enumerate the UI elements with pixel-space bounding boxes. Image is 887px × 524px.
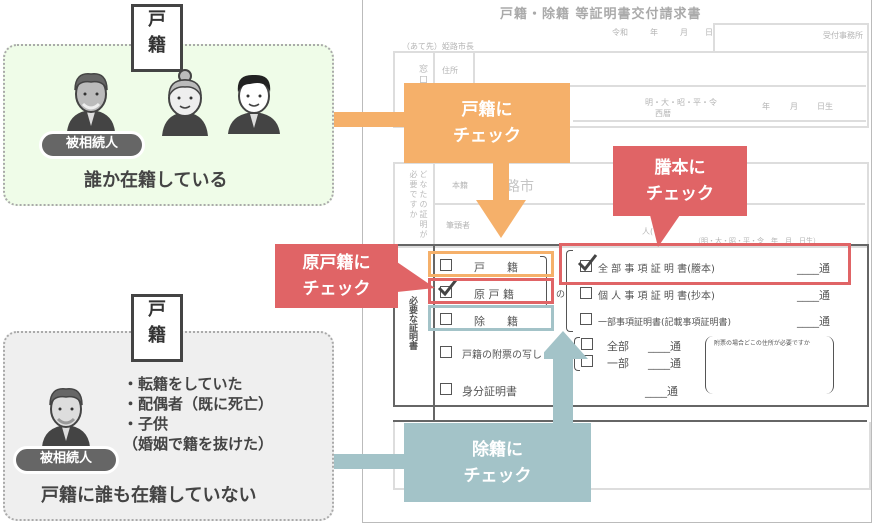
person-label: 人( — [642, 227, 654, 236]
checkbox-mibun[interactable] — [440, 383, 452, 395]
doc-char: 籍 — [148, 325, 166, 346]
head-label: 筆頭者 — [446, 221, 470, 230]
checkbox-cert-individual[interactable] — [580, 287, 592, 299]
date-day: 日 — [705, 28, 713, 37]
honseki-value: 路市 — [506, 179, 534, 195]
no-label: の — [556, 290, 566, 300]
deceased-man-icon — [67, 73, 115, 132]
callout-joseki-line1: 除籍に — [472, 439, 523, 460]
divider — [573, 120, 866, 122]
panel-no-one-registered — [3, 331, 334, 521]
row-genkoseki[interactable]: 原 戸 籍 — [440, 286, 514, 302]
divider — [433, 246, 435, 421]
pointer-icon — [650, 215, 680, 247]
deceased-badge: 被相続人 — [13, 446, 119, 474]
fuhyo-note: 附票の場合どこの住所が必要ですか — [714, 340, 810, 347]
date-month: 月 — [680, 28, 688, 37]
birth-year: 年 — [762, 102, 770, 111]
reasons-list: ・転籍をしていた ・配偶者（既に死亡） ・子供 （婚姻で籍を抜けた） — [123, 374, 273, 454]
panel-top-caption: 誰か在籍している — [84, 170, 228, 191]
callout-koseki-line1: 戸籍に — [461, 100, 513, 120]
panel-bottom-caption: 戸籍に誰も在籍していない — [41, 485, 257, 506]
callout-koseki: 戸籍に チェック — [404, 83, 570, 163]
highlight-joseki — [428, 305, 554, 331]
date-era: 令和 — [612, 28, 628, 37]
addressee: （あて先）姫路市長 — [402, 42, 474, 51]
row-koseki[interactable]: 戸 籍 — [440, 259, 518, 275]
callout-koseki-line2: チェック — [453, 126, 521, 146]
reason-item: ・転籍をしていた — [123, 375, 243, 393]
highlight-genkoseki — [428, 278, 554, 304]
row-joseki[interactable]: 除 籍 — [440, 313, 518, 329]
row-fuhyo[interactable]: 戸籍の附票の写し — [440, 346, 544, 361]
divider — [393, 420, 867, 422]
callout-genkoseki-line1: 原戸籍に — [302, 253, 371, 273]
callout-genkoseki: 原戸籍に チェック — [275, 244, 398, 308]
cert-partial[interactable]: 一部事項証明書(記載事項証明書)____通 — [580, 313, 830, 328]
reason-item: （婚姻で籍を抜けた） — [123, 435, 274, 453]
fuhyo-partial[interactable]: 一部____通 — [581, 355, 681, 371]
divider — [433, 164, 435, 246]
highlight-koseki — [428, 251, 554, 277]
window-label: 窓口 — [417, 64, 427, 86]
young-man-icon — [228, 74, 280, 134]
birth-era: 明・大・昭・平・令 — [645, 98, 717, 107]
pointer-icon — [397, 262, 435, 292]
arrow-up-icon — [538, 331, 588, 359]
callout-touhon-line2: チェック — [646, 184, 714, 204]
arrow-joseki-shaft — [553, 358, 573, 423]
divider — [473, 85, 866, 87]
office-label: 受付事務所 — [823, 31, 863, 40]
checkmark-icon — [577, 254, 598, 272]
office-box: 受付事務所 — [713, 23, 869, 53]
callout-touhon: 謄本に チェック — [613, 146, 747, 216]
needed-cert-label: 必要な証明書 — [407, 296, 417, 350]
applicant-block — [393, 51, 869, 128]
arrow-koseki-shaft — [493, 163, 509, 203]
birth-small: （明・大・昭・平・令 年 月 日生） — [694, 237, 820, 245]
checkbox-fuhyo-full[interactable] — [581, 338, 593, 350]
checkbox-koseki[interactable] — [440, 259, 452, 271]
doc-char: 籍 — [148, 35, 166, 56]
cert-individual[interactable]: 個 人 事 項 証 明 書(抄本)____通 — [580, 287, 830, 302]
callout-joseki: 除籍に チェック — [404, 423, 591, 502]
checkbox-genkoseki[interactable] — [440, 286, 452, 298]
bracket — [566, 250, 573, 332]
honseki-label: 本籍 — [452, 181, 468, 190]
callout-joseki-line2: チェック — [463, 465, 532, 486]
row-mibun[interactable]: 身分証明書 — [440, 383, 519, 399]
koseki-document-icon: 戸 籍 — [131, 294, 183, 362]
reason-item: ・子供 — [123, 415, 169, 433]
fuhyo-note-box: 附票の場合どこの住所が必要ですか — [705, 336, 834, 394]
form-title: 戸籍・除籍 等証明書交付請求書 — [500, 7, 702, 22]
doc-char: 戸 — [148, 299, 166, 320]
grandmother-icon — [162, 69, 208, 136]
deceased-badge: 被相続人 — [39, 131, 145, 159]
checkbox-fuhyo[interactable] — [440, 346, 452, 358]
mibun-unit: ____通 — [645, 385, 678, 398]
doc-char: 戸 — [148, 9, 166, 30]
highlight-touhon — [559, 243, 851, 285]
address-label: 住所 — [442, 66, 458, 75]
checkbox-cert-partial[interactable] — [580, 313, 592, 325]
checkbox-fuhyo-partial[interactable] — [581, 355, 593, 367]
arrow-down-icon — [476, 200, 526, 238]
checkbox-joseki[interactable] — [440, 313, 452, 325]
checkmark-icon — [437, 279, 458, 297]
divider — [473, 53, 475, 83]
birth-month: 月 — [790, 102, 798, 111]
birth-western: 西暦 — [655, 109, 671, 118]
koseki-document-icon: 戸 籍 — [131, 4, 183, 72]
date-year: 年 — [650, 28, 658, 37]
whose-cert-label: どなたの証明が必要ですか — [409, 170, 428, 240]
birth-day: 日生 — [817, 102, 833, 111]
reason-item: ・配偶者（既に死亡） — [123, 395, 274, 413]
callout-genkoseki-line2: チェック — [302, 279, 371, 299]
cert-full[interactable]: 全 部 事 項 証 明 書(謄本)____通 — [580, 260, 830, 275]
fuhyo-full[interactable]: 全部____通 — [581, 338, 681, 354]
callout-touhon-line1: 謄本に — [654, 158, 706, 178]
deceased-man-icon — [42, 388, 90, 447]
